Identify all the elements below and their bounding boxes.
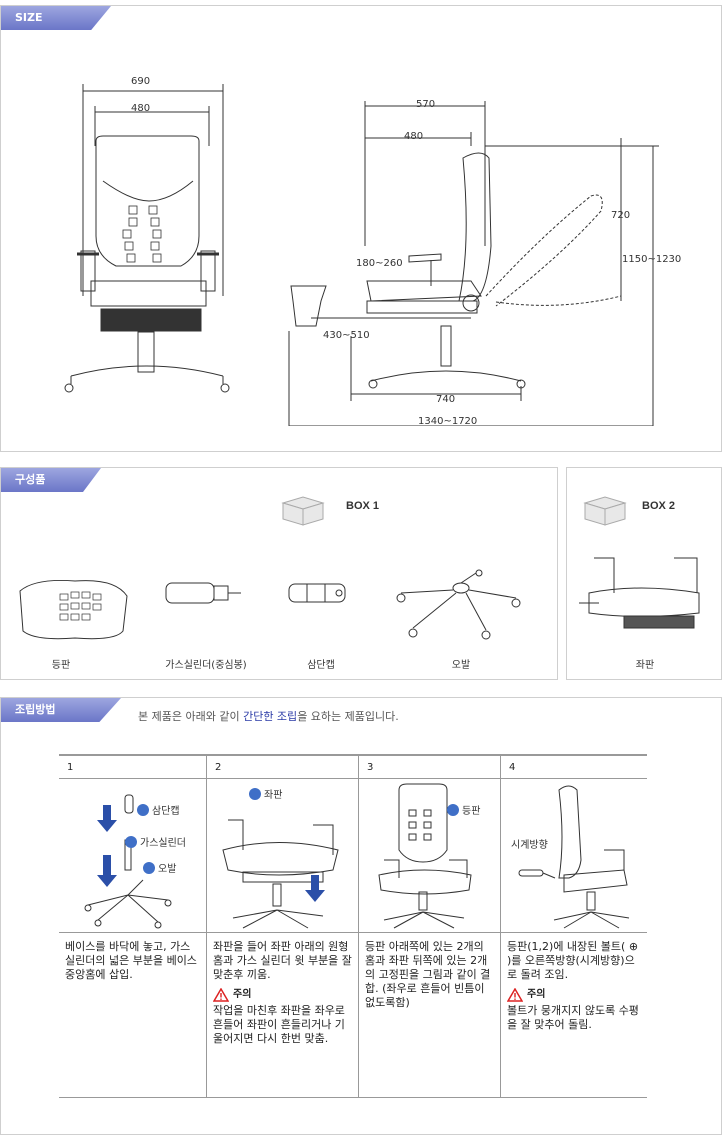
- step-4-text: 등판(1,2)에 내장된 볼트( ⊕ )를 오른쪽방향(시계방향)으로 돌려 조…: [507, 940, 639, 981]
- side-total-length: 1340~1720: [418, 416, 478, 427]
- assembly-steps-table: 1 삼단캡 가스실린더 오발 베이스를 바닥에 놓고, 가스실린더의 넓은 부분…: [59, 754, 647, 1098]
- step-1-callout-cylinder: 가스실린더: [125, 834, 186, 849]
- pointer-icon: [143, 861, 155, 874]
- step-2: 2 좌판 좌판을 들어 좌판 아래의 원형 홈과 가스 실린더 윗 부분을 잘 …: [207, 756, 359, 1098]
- step-2-text: 좌판을 들어 좌판 아래의 원형 홈과 가스 실린더 윗 부분을 잘 맞춘후 끼…: [213, 940, 352, 981]
- pointer-icon: [447, 803, 459, 816]
- pointer-icon: [249, 787, 261, 800]
- step-4-drawing: [518, 785, 630, 929]
- parts-tab: 구성품: [1, 468, 101, 492]
- part-label-backrest: 등판: [51, 660, 71, 671]
- side-footrest: 430~510: [323, 330, 370, 341]
- cap-part-drawing: [288, 583, 346, 603]
- step-3-drawing: [378, 783, 472, 929]
- step-2-text-block: 좌판을 들어 좌판 아래의 원형 홈과 가스 실린더 윗 부분을 잘 맞춘후 끼…: [213, 940, 352, 1046]
- step-1-callout-cap: 삼단캡: [137, 802, 180, 817]
- assembly-panel: 조립방법 본 제품은 아래와 같이 간단한 조립을 요하는 제품입니다.: [0, 697, 722, 1135]
- assembly-intro: 본 제품은 아래와 같이 간단한 조립을 요하는 제품입니다.: [138, 710, 399, 723]
- step-number: 2: [215, 762, 222, 773]
- step-2-warning: 주의: [213, 988, 352, 1002]
- step-2-callout-seat: 좌판: [249, 786, 282, 801]
- step-3-callout-backrest: 등판: [447, 802, 480, 817]
- step-3: 3 등판 등판 아래쪽에 있는 2개의 홈과 좌판 뒤쪽에 있는 2개의 고정핀…: [359, 756, 501, 1098]
- step-4-warning: 주의: [507, 988, 641, 1002]
- warning-icon: [507, 988, 523, 1002]
- step-number: 3: [367, 762, 374, 773]
- part-label-base: 오발: [451, 660, 471, 671]
- size-tab: SIZE: [1, 6, 111, 30]
- step-4-callout-clockwise: 시계방향: [511, 840, 548, 851]
- step-1-drawing: [84, 794, 172, 929]
- backrest-part-drawing: [19, 580, 128, 640]
- part-label-seat: 좌판: [635, 660, 655, 671]
- step-1: 1 삼단캡 가스실린더 오발 베이스를 바닥에 놓고, 가스실린더의 넓은 부분…: [59, 756, 207, 1098]
- box1-icon: [281, 496, 325, 526]
- box2-panel: BOX 2 좌판: [566, 467, 722, 680]
- side-top-width: 570: [416, 99, 436, 110]
- step-number: 4: [509, 762, 516, 773]
- step-3-text: 등판 아래쪽에 있는 2개의 홈과 좌판 뒤쪽에 있는 2개의 고정핀을 그림과…: [365, 940, 491, 1009]
- warning-icon: [213, 988, 229, 1002]
- step-1-callout-base: 오발: [143, 860, 176, 875]
- step-4-warning-text: 볼트가 뭉개지지 않도록 수평을 잘 맞추어 돌림.: [507, 1004, 639, 1031]
- chair-side-diagram: [288, 101, 659, 426]
- step-1-text: 베이스를 바닥에 놓고, 가스실린더의 넓은 부분을 베이스 중앙홈에 삽입.: [65, 940, 197, 981]
- part-label-cap: 삼단캡: [307, 660, 335, 671]
- side-arm-height: 180~260: [356, 258, 403, 269]
- step-number: 1: [67, 762, 74, 773]
- side-seat-depth: 480: [404, 131, 424, 142]
- step-2-warning-text: 작업을 마친후 좌판을 좌우로 흔들어 좌판이 흔들리거나 기울어지면 다시 한…: [213, 1004, 345, 1045]
- parts-panel: 구성품 BOX 1: [0, 467, 558, 680]
- step-4-text-block: 등판(1,2)에 내장된 볼트( ⊕ )를 오른쪽방향(시계방향)으로 돌려 조…: [507, 940, 641, 1032]
- size-panel: SIZE: [0, 5, 722, 452]
- pointer-icon: [137, 803, 149, 816]
- gas-cylinder-part-drawing: [165, 582, 241, 604]
- box2-label: BOX 2: [642, 500, 676, 512]
- seat-part-drawing: [579, 557, 700, 629]
- box2-icon: [583, 496, 627, 526]
- side-base: 740: [436, 394, 456, 405]
- base-part-drawing: [396, 569, 521, 640]
- side-back-height: 720: [611, 210, 631, 221]
- side-total-height: 1150~1230: [622, 254, 682, 265]
- assembly-tab: 조립방법: [1, 698, 121, 722]
- step-4: 4 시계방향 등판(1,2)에 내장된 볼트( ⊕ )를 오른쪽방향(시계방향)…: [501, 756, 647, 1098]
- part-label-gas-cylinder: 가스실린더(중심봉): [165, 660, 247, 671]
- chair-front-diagram: [64, 84, 230, 393]
- box1-label: BOX 1: [346, 500, 380, 512]
- front-outer-width: 690: [131, 76, 151, 87]
- step-2-drawing: [222, 819, 339, 929]
- pointer-icon: [125, 835, 137, 848]
- front-inner-width: 480: [131, 103, 151, 114]
